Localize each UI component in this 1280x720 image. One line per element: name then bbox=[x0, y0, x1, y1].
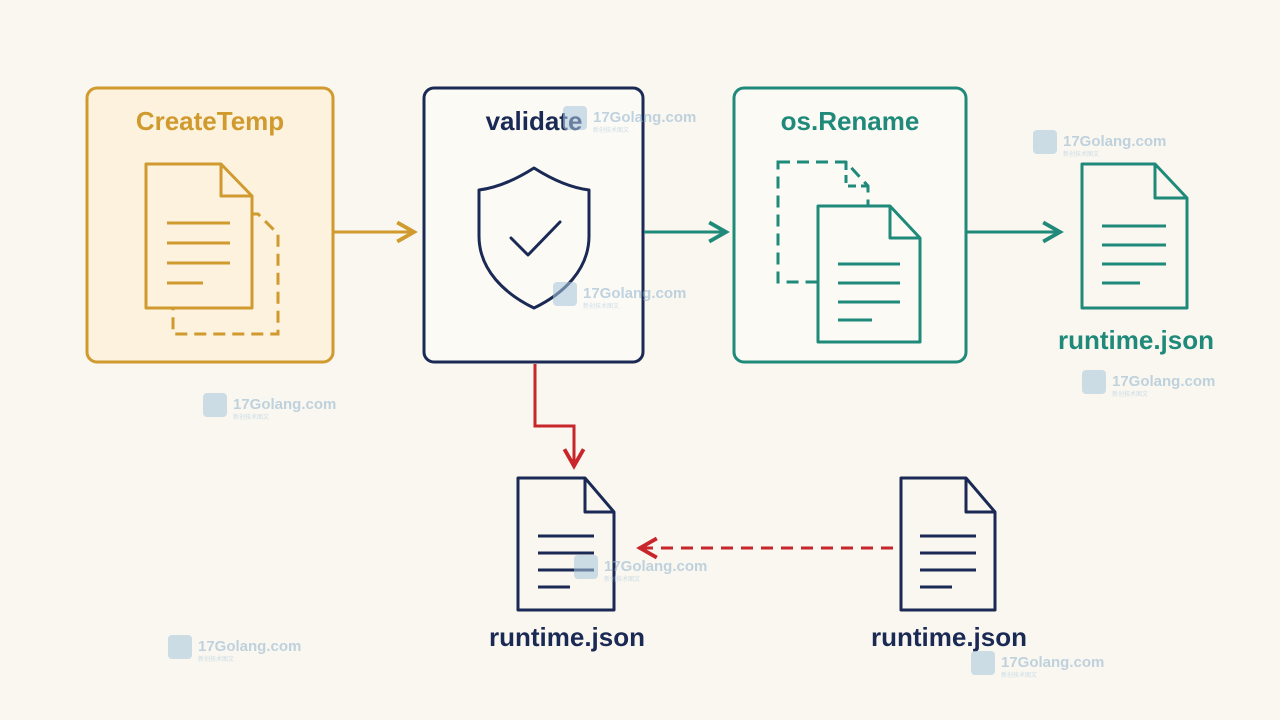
svg-text:新创技术图文: 新创技术图文 bbox=[604, 575, 640, 583]
svg-text:新创技术图文: 新创技术图文 bbox=[593, 126, 629, 134]
watermark: 17Golang.com 新创技术图文 bbox=[203, 393, 336, 421]
original-file-node: runtime.json bbox=[871, 476, 1027, 652]
svg-text:新创技术图文: 新创技术图文 bbox=[1063, 150, 1099, 158]
temp-file-icon bbox=[144, 162, 254, 310]
create-temp-node: CreateTemp bbox=[85, 86, 335, 364]
original-file-icon bbox=[899, 476, 997, 612]
svg-text:新创技术图文: 新创技术图文 bbox=[1112, 390, 1148, 398]
rename-label: os.Rename bbox=[781, 106, 920, 136]
failed-file-icon bbox=[516, 476, 616, 612]
watermark: 17Golang.com 新创技术图文 bbox=[1033, 130, 1166, 158]
arrow-validate-failure bbox=[533, 364, 586, 470]
temp-file-dashed-icon bbox=[776, 160, 870, 284]
svg-text:新创技术图文: 新创技术图文 bbox=[583, 302, 619, 310]
create-temp-label: CreateTemp bbox=[136, 106, 284, 136]
svg-text:17Golang.com: 17Golang.com bbox=[1001, 654, 1104, 671]
failed-file-node: runtime.json bbox=[489, 476, 645, 652]
failed-file-label: runtime.json bbox=[489, 622, 645, 652]
output-file-node: runtime.json bbox=[1058, 162, 1214, 355]
svg-text:17Golang.com: 17Golang.com bbox=[233, 396, 336, 413]
svg-text:17Golang.com: 17Golang.com bbox=[1063, 133, 1166, 150]
shield-check-icon bbox=[477, 166, 591, 310]
watermark: 17Golang.com 新创技术图文 bbox=[553, 282, 686, 310]
watermark: 17Golang.com 新创技术图文 bbox=[168, 635, 301, 663]
watermark: 17Golang.com 新创技术图文 bbox=[971, 651, 1104, 679]
svg-text:17Golang.com: 17Golang.com bbox=[583, 285, 686, 302]
svg-text:17Golang.com: 17Golang.com bbox=[198, 638, 301, 655]
output-file-label: runtime.json bbox=[1058, 325, 1214, 355]
rename-node: os.Rename bbox=[732, 86, 968, 364]
watermark: 17Golang.com 新创技术图文 bbox=[574, 555, 707, 583]
svg-text:17Golang.com: 17Golang.com bbox=[593, 109, 696, 126]
svg-text:新创技术图文: 新创技术图文 bbox=[233, 413, 269, 421]
renamed-file-icon bbox=[816, 204, 922, 344]
svg-text:17Golang.com: 17Golang.com bbox=[604, 558, 707, 575]
original-file-label: runtime.json bbox=[871, 622, 1027, 652]
watermark: 17Golang.com 新创技术图文 bbox=[563, 106, 696, 134]
output-file-icon bbox=[1080, 162, 1189, 310]
svg-text:新创技术图文: 新创技术图文 bbox=[1001, 671, 1037, 679]
watermark: 17Golang.com 新创技术图文 bbox=[1082, 370, 1215, 398]
svg-text:新创技术图文: 新创技术图文 bbox=[198, 655, 234, 663]
svg-text:17Golang.com: 17Golang.com bbox=[1112, 373, 1215, 390]
validate-node: validate bbox=[422, 86, 645, 364]
